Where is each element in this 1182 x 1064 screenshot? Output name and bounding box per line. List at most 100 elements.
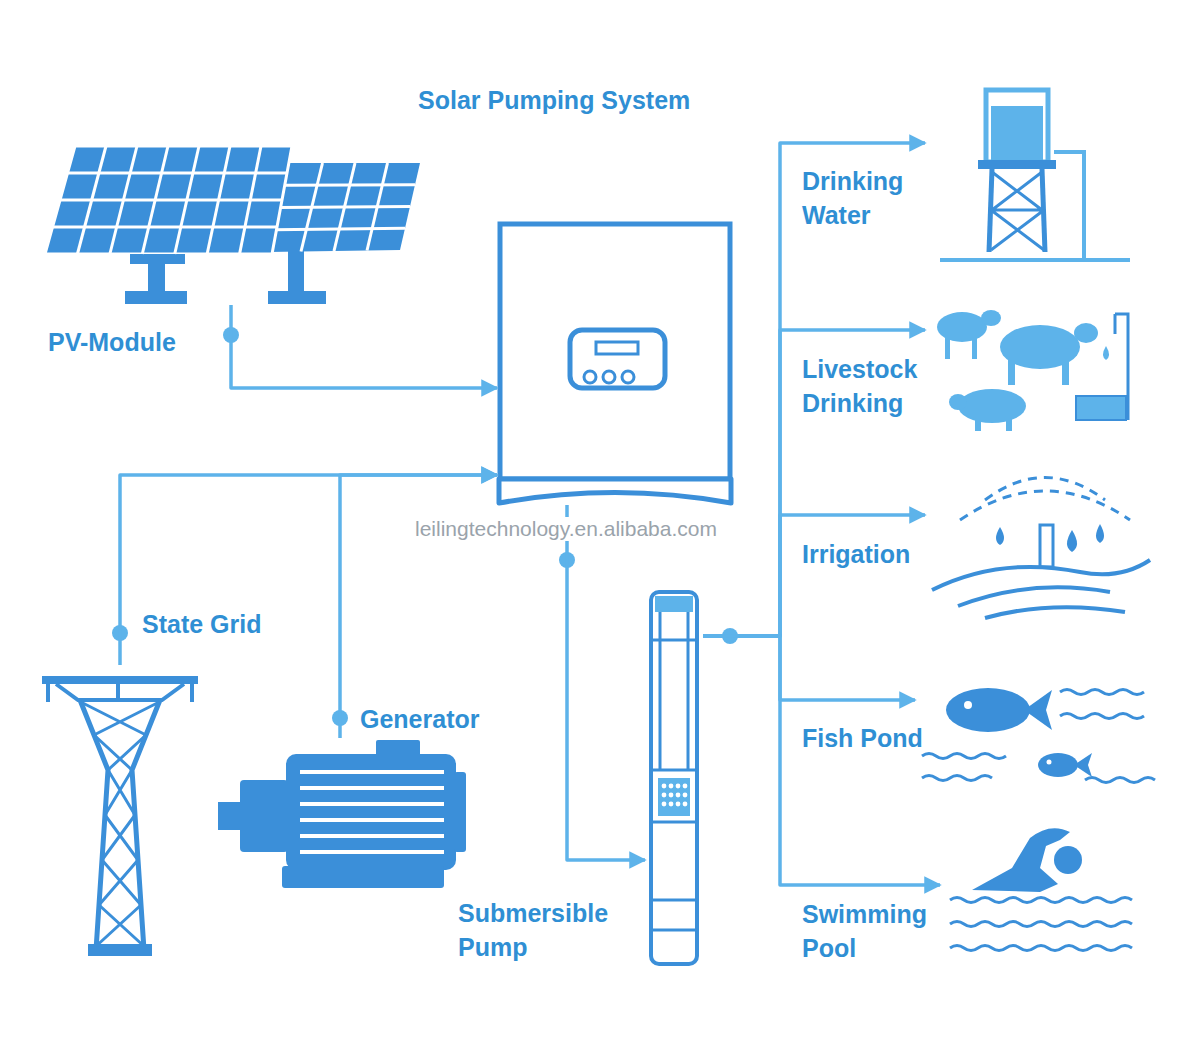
diagram-title: Solar Pumping System xyxy=(418,86,690,115)
power-pylon-part xyxy=(42,676,198,684)
water-waves-part xyxy=(950,922,1132,927)
solar-panel-part xyxy=(268,291,326,304)
fish xyxy=(946,688,1092,777)
submersible-pump-part xyxy=(658,778,690,816)
submersible-pump-part xyxy=(651,640,697,930)
swimming-pool-node: Swimming Pool xyxy=(940,820,1145,960)
solar-panel-part xyxy=(274,228,406,230)
generator-part-part xyxy=(300,818,444,822)
irrigation-field-part xyxy=(985,607,1125,618)
submersible-pump-part-part xyxy=(662,793,667,798)
pump-controller-part xyxy=(570,330,665,388)
pump-controller xyxy=(499,224,731,503)
generator-part xyxy=(218,802,242,830)
irrigation-field xyxy=(932,478,1150,619)
pump-controller-part xyxy=(603,371,615,383)
submersible-pump-part xyxy=(651,592,697,964)
livestock-drinking-node: Livestock Drinking xyxy=(925,300,1135,435)
submersible-pump-part-part xyxy=(669,784,674,789)
livestock-part xyxy=(937,312,987,342)
solar-panel-part xyxy=(285,183,416,187)
node-label: Livestock Drinking xyxy=(802,352,932,420)
flow-connector xyxy=(231,305,497,388)
water-waves-part xyxy=(1085,778,1155,783)
swimmer-part xyxy=(1054,846,1082,874)
fish-pond-node: Fish Pond xyxy=(915,680,1150,785)
power-pylon-part-part xyxy=(81,702,159,735)
water-waves-part xyxy=(922,754,1006,759)
fish-part xyxy=(1074,753,1092,777)
fish-part xyxy=(1024,690,1052,730)
water-tower-part xyxy=(986,90,1048,162)
generator-part-part xyxy=(300,802,444,806)
irrigation-field-part xyxy=(1040,525,1053,567)
water-tower-part xyxy=(991,106,1043,160)
pump-controller-node xyxy=(497,222,732,505)
pump-controller-part xyxy=(622,371,634,383)
power-pylon xyxy=(42,680,198,956)
livestock-part xyxy=(1062,355,1069,385)
solar-panel-part xyxy=(60,199,282,202)
solar-panel-part xyxy=(288,250,304,294)
livestock-part xyxy=(1114,314,1117,334)
generator-part xyxy=(454,772,466,852)
water-waves-part xyxy=(1060,690,1144,695)
water-tower-part xyxy=(940,258,1130,262)
livestock-part xyxy=(981,310,1001,326)
flow-connector xyxy=(340,475,497,738)
fish-part xyxy=(946,688,1030,732)
pump-controller-part xyxy=(500,224,730,479)
submersible-pump-part-part xyxy=(662,784,667,789)
state-grid-node: State Grid xyxy=(40,665,200,960)
water-waves-part xyxy=(1060,714,1144,719)
irrigation-field-part xyxy=(1067,530,1077,552)
node-label: Fish Pond xyxy=(802,721,923,755)
generator-part xyxy=(376,740,420,756)
generator-part xyxy=(286,754,456,870)
submersible-pump-part-part xyxy=(676,802,681,807)
solar-panel-part xyxy=(268,163,420,252)
node-label: Swimming Pool xyxy=(802,897,942,965)
submersible-pump-part-part xyxy=(683,802,688,807)
watermark: leilingtechnology.en.alibaba.com xyxy=(412,517,720,541)
submersible-pump-part xyxy=(662,784,688,807)
solar-panel-part xyxy=(68,172,288,175)
water-tower xyxy=(940,90,1130,260)
submersible-pump xyxy=(651,592,697,964)
irrigation-field-part xyxy=(958,587,1110,606)
generator-part-part xyxy=(300,850,444,854)
node-label: PV-Module xyxy=(48,325,176,359)
generator-part-part xyxy=(300,834,444,838)
power-pylon-part xyxy=(80,700,108,950)
submersible-pump-part xyxy=(655,596,693,612)
power-pylon-part-part xyxy=(102,815,138,860)
generator-part xyxy=(282,866,444,888)
submersible-pump-part-part xyxy=(669,802,674,807)
node-label: Irrigation xyxy=(802,537,910,571)
livestock-part xyxy=(949,394,967,410)
fish-part xyxy=(1038,753,1078,777)
submersible-pump-part-part xyxy=(683,793,688,798)
node-label: Drinking Water xyxy=(802,164,927,232)
fish-part xyxy=(1047,760,1052,765)
irrigation-field-part xyxy=(996,527,1004,545)
irrigation-node: Irrigation xyxy=(925,455,1150,620)
submersible-pump-part xyxy=(660,612,688,770)
flow-connector xyxy=(703,515,925,636)
pump-controller-part xyxy=(596,342,638,354)
power-pylon-part-part xyxy=(94,735,146,770)
swimmer-part xyxy=(972,828,1070,892)
livestock-part xyxy=(1076,396,1126,420)
water-tower-part xyxy=(991,172,1044,250)
generator-part xyxy=(300,772,444,852)
power-pylon-part-part xyxy=(96,905,143,946)
water-waves-part xyxy=(950,898,1132,903)
irrigation-field-part xyxy=(1096,524,1104,543)
solar-panel-part xyxy=(148,262,165,294)
power-pylon-part xyxy=(81,702,159,946)
solar-panel xyxy=(268,163,420,304)
node-label: Generator xyxy=(360,702,479,736)
submersible-pump-part-part xyxy=(676,793,681,798)
fish-part xyxy=(964,701,972,709)
solar-panel-part xyxy=(45,146,292,254)
